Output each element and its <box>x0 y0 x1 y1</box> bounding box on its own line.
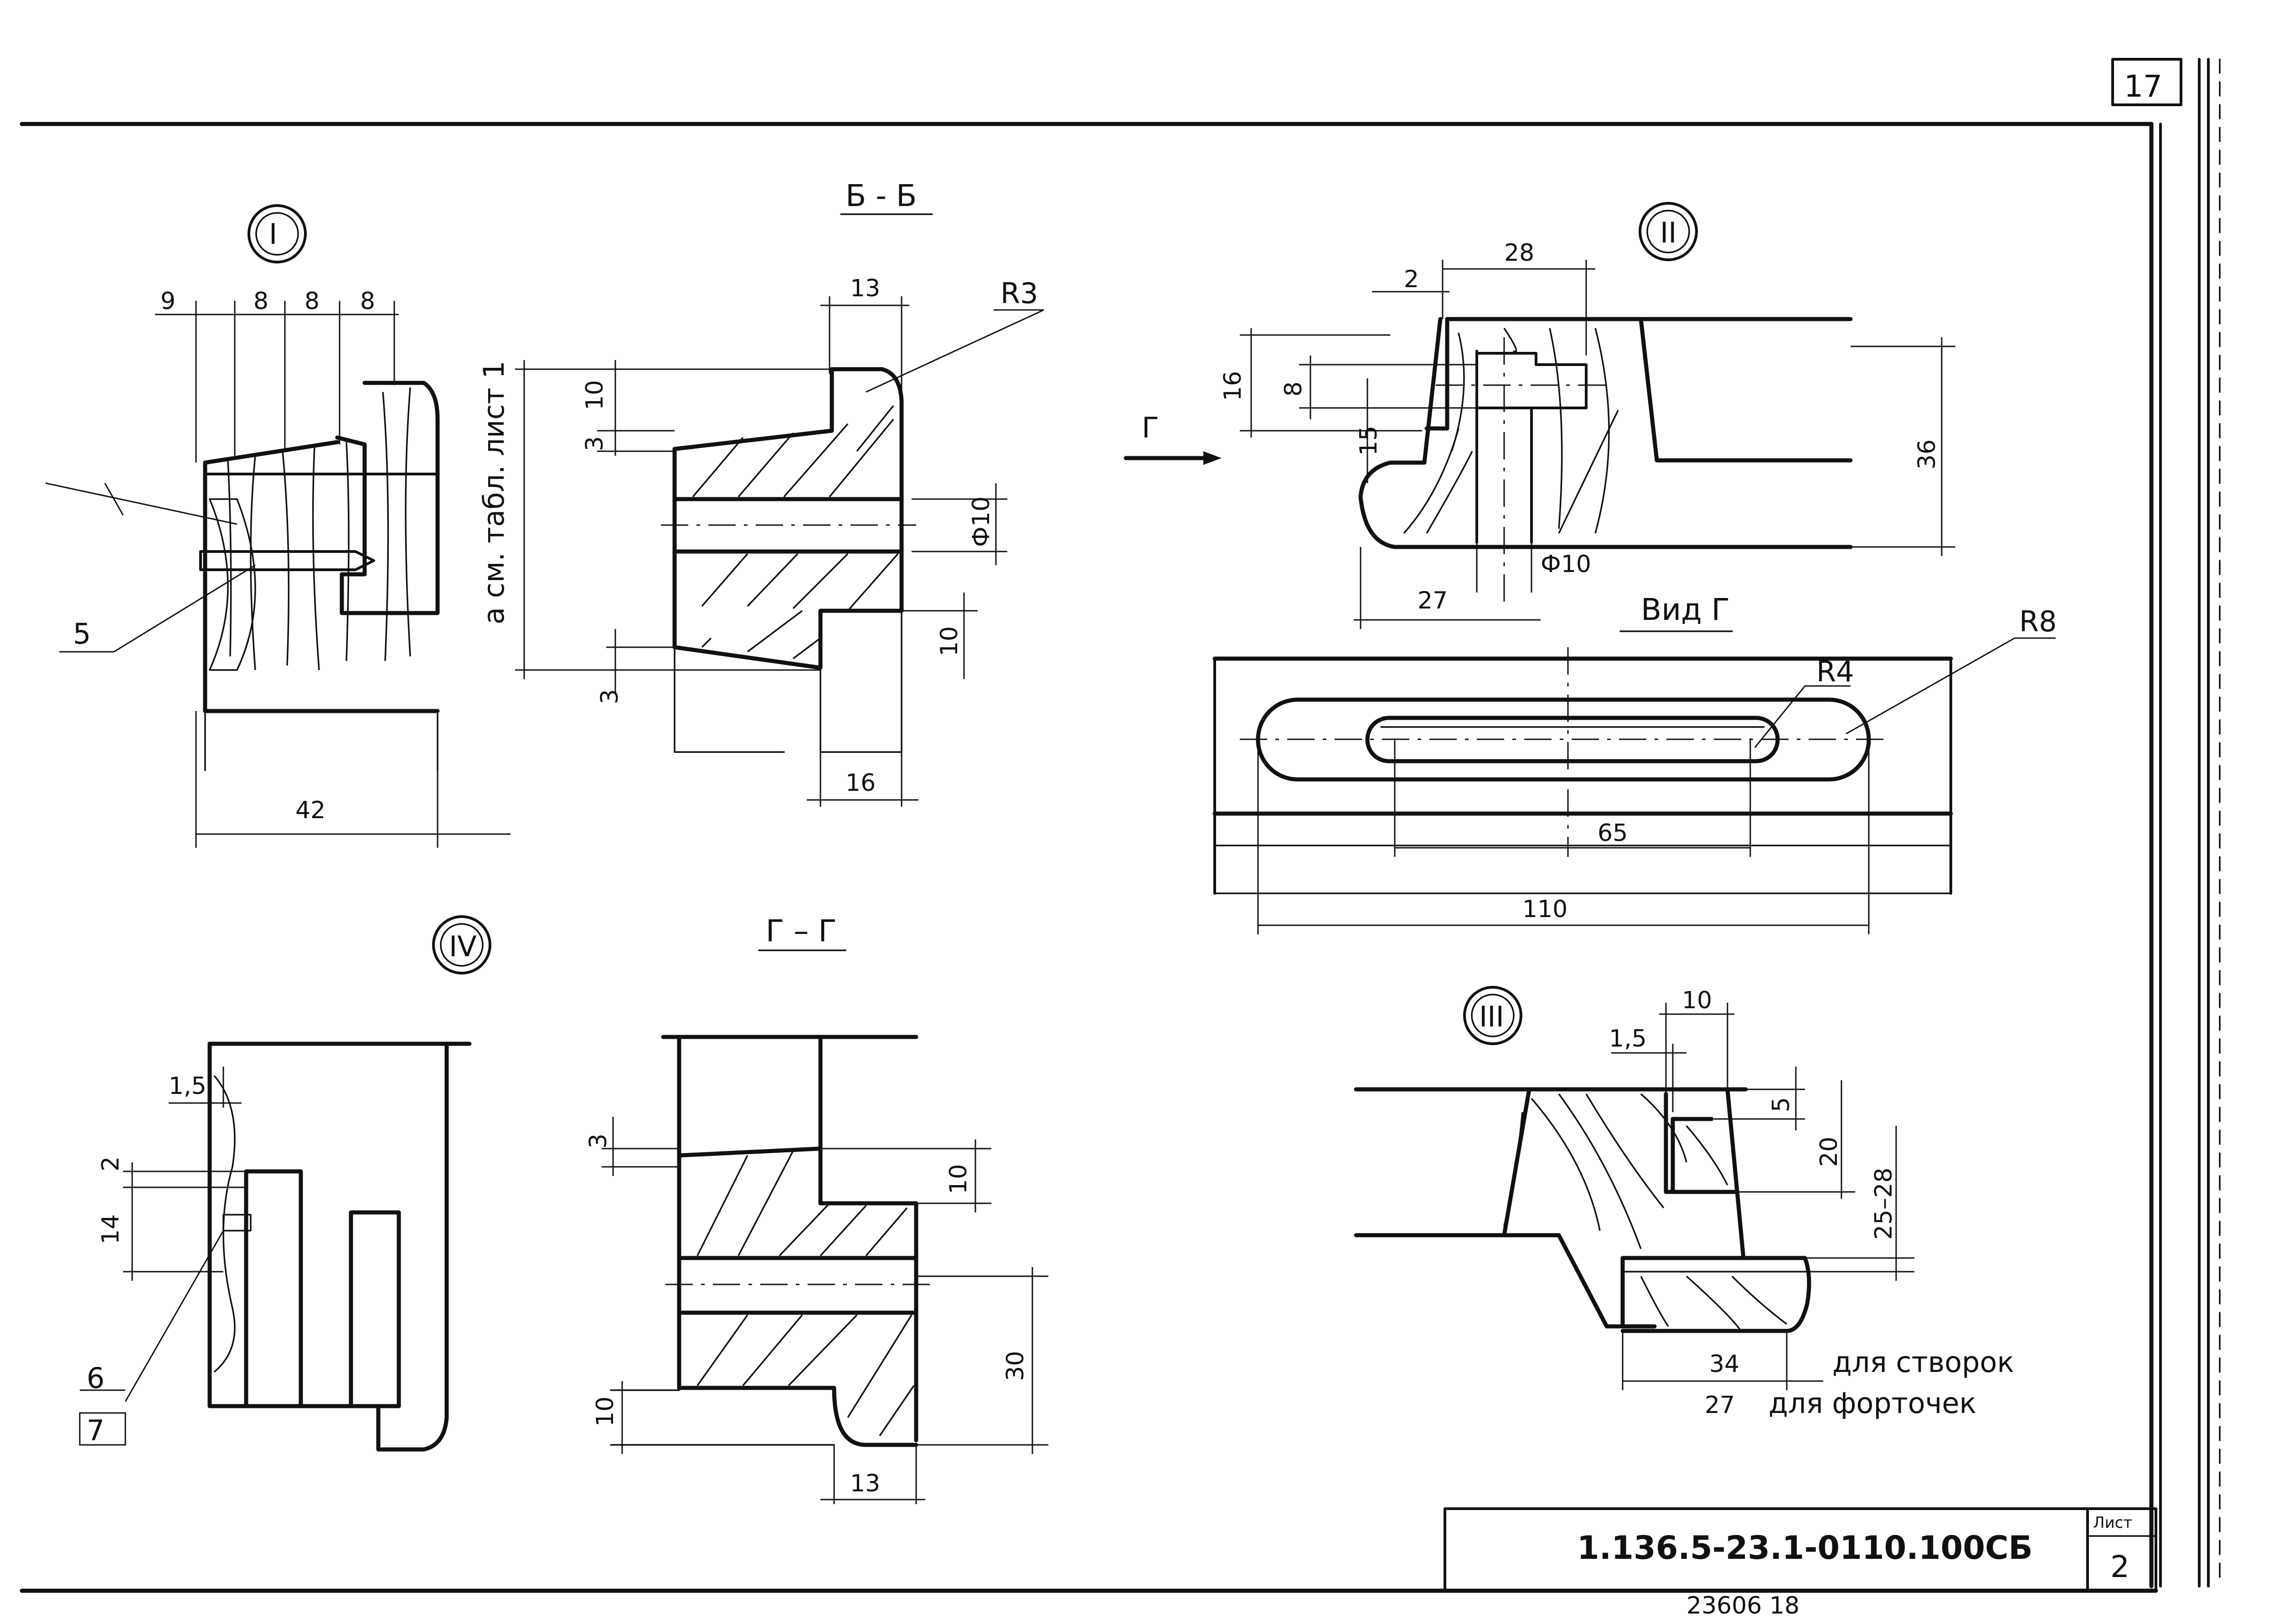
dim-110: 110 <box>1522 896 1567 923</box>
bottom-partial-text: 23606 18 <box>1686 1592 1799 1619</box>
note-for-vents: для форточек <box>1769 1387 1976 1420</box>
dim-2-v4: 2 <box>97 1156 124 1171</box>
dim-r8: R8 <box>2019 605 2057 638</box>
section-bb-title: Б - Б <box>846 178 917 213</box>
dim-28: 28 <box>1504 239 1534 267</box>
arrow-label-g: Г <box>1142 411 1159 444</box>
dim-25-28: 25–28 <box>1870 1168 1897 1240</box>
marker-ii: II <box>1660 216 1677 249</box>
dim-3-top: 3 <box>581 436 608 451</box>
detail-iii <box>1354 986 1914 1390</box>
detail-ii <box>1124 202 1955 629</box>
dim-10-bottom: 10 <box>936 626 963 656</box>
dim-36: 36 <box>1913 439 1941 469</box>
dim-3-bottom: 3 <box>596 689 624 704</box>
dim-3-gg: 3 <box>585 1134 612 1149</box>
callout-7: 7 <box>87 1414 104 1447</box>
dim-27-v2: 27 <box>1418 587 1448 614</box>
section-gg-title: Г – Г <box>766 913 836 949</box>
dim-42: 42 <box>295 797 325 824</box>
dim-1-5-v3: 1,5 <box>1609 1025 1647 1052</box>
note-a-see-table: а см. табл. лист 1 <box>477 361 510 624</box>
dim-30: 30 <box>1002 1351 1029 1381</box>
detail-iv <box>79 915 491 1452</box>
page-number: 17 <box>2124 69 2162 104</box>
section-gg <box>602 949 1048 1504</box>
section-bb <box>515 213 1044 807</box>
dim-27-v3: 27 <box>1705 1392 1735 1419</box>
drawing-code: 1.136.5-23.1-0110.100СБ <box>1577 1529 2033 1567</box>
view-g <box>1212 630 2056 934</box>
marker-iii: III <box>1479 1000 1504 1033</box>
view-g-title: Вид Г <box>1641 592 1730 627</box>
dim-20: 20 <box>1815 1137 1843 1167</box>
dim-r3: R3 <box>1000 277 1038 310</box>
dim-13: 13 <box>850 275 880 302</box>
dim-10-gg-bottom: 10 <box>592 1397 619 1427</box>
dim-8b: 8 <box>304 288 320 315</box>
dim-15: 15 <box>1355 426 1382 456</box>
dim-16: 16 <box>846 769 876 797</box>
marker-i: I <box>269 217 277 251</box>
note-for-sashes: для створок <box>1832 1346 2014 1379</box>
dim-13-gg: 13 <box>850 1470 880 1497</box>
dim-phi10-v2: Ф10 <box>1541 551 1591 578</box>
sheet-label: Лист <box>2093 1514 2132 1532</box>
dim-10-gg: 10 <box>945 1164 972 1194</box>
detail-i <box>45 204 510 848</box>
dim-34: 34 <box>1709 1351 1739 1378</box>
dim-8-v2: 8 <box>1280 382 1307 397</box>
marker-iv: IV <box>449 930 477 963</box>
dim-10-v3: 10 <box>1682 987 1712 1014</box>
dim-9: 9 <box>160 288 175 315</box>
dim-8a: 8 <box>253 288 268 315</box>
dim-8c: 8 <box>360 288 375 315</box>
dim-1-5-v4: 1,5 <box>169 1072 206 1100</box>
dim-10-top: 10 <box>581 380 608 410</box>
sheet-frame <box>20 58 2221 1593</box>
dim-5: 5 <box>1768 1097 1795 1112</box>
sheet-number: 2 <box>2110 1549 2129 1584</box>
callout-6: 6 <box>87 1361 104 1395</box>
dim-16-v2: 16 <box>1219 371 1247 401</box>
dim-2: 2 <box>1404 266 1419 293</box>
dim-phi10: Ф10 <box>968 496 995 547</box>
dim-r4: R4 <box>1816 655 1854 688</box>
callout-5: 5 <box>73 617 91 650</box>
dim-14: 14 <box>97 1214 124 1244</box>
dim-65: 65 <box>1598 820 1628 847</box>
